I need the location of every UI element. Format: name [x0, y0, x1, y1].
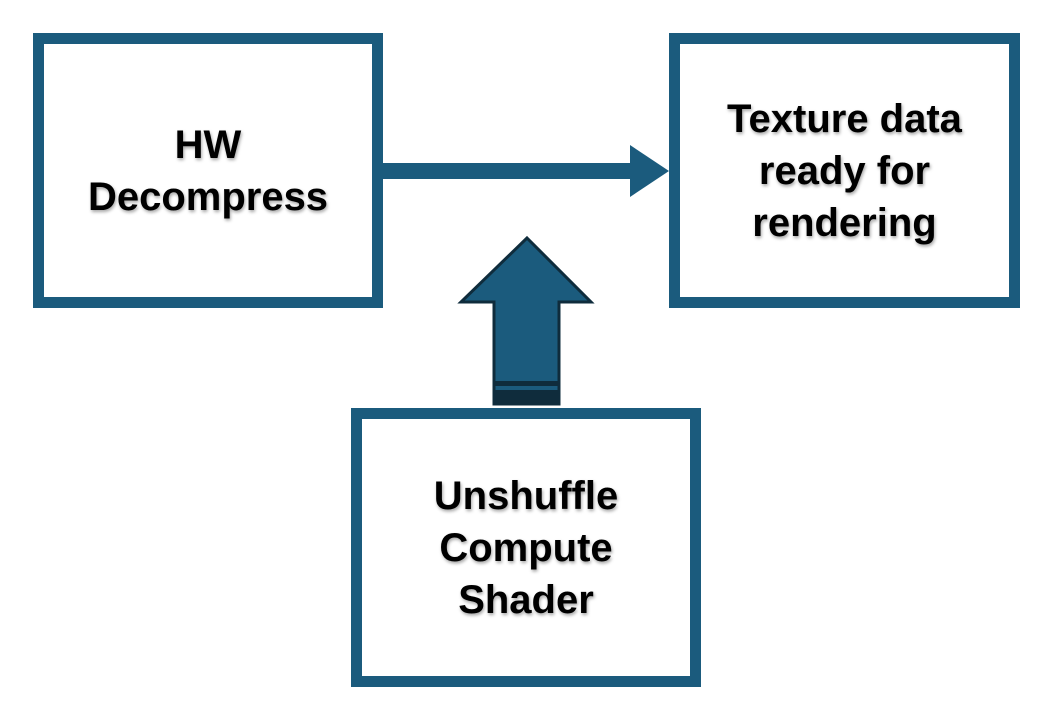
arrow-hw-to-texture — [380, 145, 669, 197]
block-arrow-unshuffle-up — [457, 235, 595, 406]
node-texture-ready: Texture data ready for rendering — [669, 33, 1020, 308]
node-hw-decompress: HW Decompress — [33, 33, 383, 308]
arrow-hw-to-texture-shaft — [380, 163, 632, 179]
node-hw-decompress-label: HW Decompress — [87, 122, 329, 219]
block-arrow-stripe-2 — [494, 390, 559, 404]
arrow-hw-to-texture-head — [630, 145, 669, 197]
block-arrow-stripe-1 — [494, 381, 559, 386]
block-arrow-body — [457, 235, 595, 406]
node-unshuffle-label: Unshuffle Compute Shader — [433, 473, 619, 622]
node-unshuffle-compute-shader: Unshuffle Compute Shader — [351, 408, 701, 687]
node-texture-ready-label: Texture data ready for rendering — [727, 96, 962, 245]
